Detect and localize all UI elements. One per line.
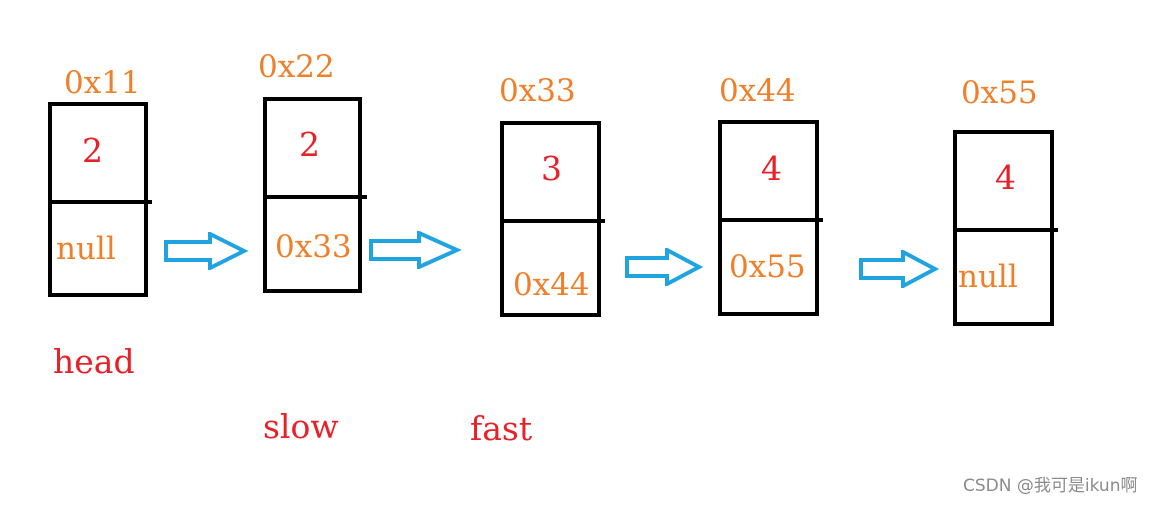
node-2-next: 0x33 <box>275 229 352 265</box>
node-4-value: 4 <box>761 149 782 188</box>
node-1-address: 0x11 <box>64 65 141 101</box>
node-3-next: 0x44 <box>513 267 590 303</box>
node-2-address: 0x22 <box>258 49 335 85</box>
node-5-address: 0x55 <box>961 75 1038 111</box>
node-1-next: null <box>56 231 116 267</box>
node-4-address: 0x44 <box>719 73 796 109</box>
node-5-divider <box>953 228 1058 232</box>
right-arrow-icon <box>369 231 461 269</box>
node-5-value: 4 <box>995 158 1016 197</box>
node-1-value: 2 <box>82 131 103 170</box>
node-2-value: 2 <box>299 125 320 164</box>
node-4-next: 0x55 <box>729 249 806 285</box>
right-arrow-icon <box>625 248 703 286</box>
fast-pointer-label: fast <box>470 409 533 448</box>
right-arrow-icon <box>859 250 939 288</box>
right-arrow-icon <box>164 232 248 270</box>
node-1-divider <box>48 200 152 204</box>
node-3-value: 3 <box>541 149 562 188</box>
head-pointer-label: head <box>53 342 135 381</box>
node-1-box <box>48 102 148 297</box>
slow-pointer-label: slow <box>263 407 339 446</box>
node-2-divider <box>263 195 367 199</box>
node-3-address: 0x33 <box>499 73 576 109</box>
node-4-divider <box>718 218 823 222</box>
watermark: CSDN @我可是ikun啊 <box>963 476 1138 496</box>
node-5-next: null <box>958 259 1018 295</box>
node-3-divider <box>500 219 605 223</box>
